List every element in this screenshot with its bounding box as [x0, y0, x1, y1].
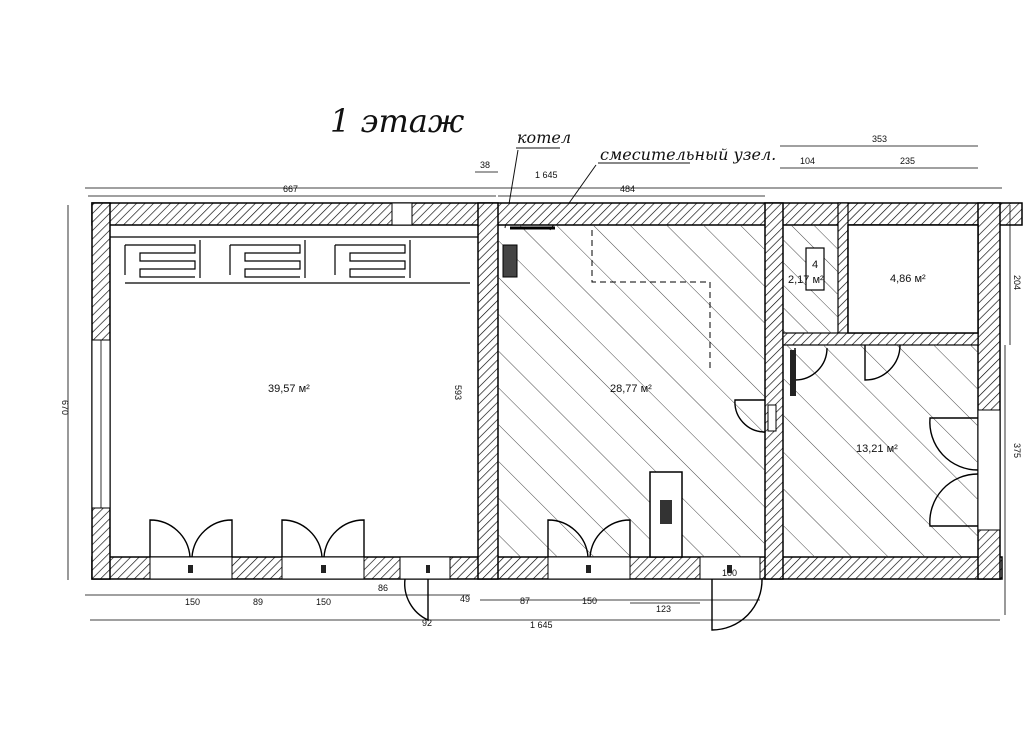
stove-symbol [649, 471, 683, 558]
dim-bot-1645: 1 645 [530, 620, 553, 630]
dim-bot-150c: 150 [582, 596, 597, 606]
dim-inner-593: 593 [453, 385, 463, 400]
room-area-39: 39,57 м² [268, 383, 310, 395]
room-hatch-13 [783, 345, 978, 557]
dim-bot-123: 123 [656, 604, 671, 614]
dim-bot-150a: 150 [185, 597, 200, 607]
doors [149, 344, 979, 631]
room-hatch-28 [498, 225, 765, 557]
dim-bot-49: 49 [460, 594, 470, 604]
dim-bot-150b: 150 [316, 597, 331, 607]
dim-top-1645: 1 645 [535, 170, 558, 180]
dim-bot-92: 92 [422, 618, 432, 628]
radiators [110, 236, 478, 284]
room-area-2: 2,17 м² [788, 274, 824, 286]
dimension-lines [67, 145, 1011, 621]
window-marks [188, 565, 732, 573]
boiler-symbol [502, 226, 555, 278]
dim-bot-89: 89 [253, 597, 263, 607]
mixing-unit-annotation: смесительный узел. [549, 145, 776, 231]
dim-top-104: 104 [800, 156, 815, 166]
room-area-4: 4,86 м² [890, 273, 926, 285]
dim-left-670: 670 [60, 400, 70, 415]
room-number-4: 4 [812, 259, 818, 271]
mixing-unit-label: смесительный узел. [600, 145, 776, 164]
boiler-label: котел [517, 128, 571, 147]
dim-bot-86: 86 [378, 583, 388, 593]
dim-right-204: 204 [1012, 275, 1022, 290]
dim-top-353: 353 [872, 134, 887, 144]
dim-top-667: 667 [283, 184, 298, 194]
walls [91, 202, 1023, 580]
dim-top-235: 235 [900, 156, 915, 166]
dim-bot-87: 87 [520, 596, 530, 606]
room-area-28: 28,77 м² [610, 383, 652, 395]
dim-top-38: 38 [480, 160, 490, 170]
dashed-outline [591, 230, 711, 372]
floor-title: 1 этаж [330, 102, 465, 140]
room-area-13: 13,21 м² [856, 443, 898, 455]
dim-top-484: 484 [620, 184, 635, 194]
dim-right-375: 375 [1012, 443, 1022, 458]
